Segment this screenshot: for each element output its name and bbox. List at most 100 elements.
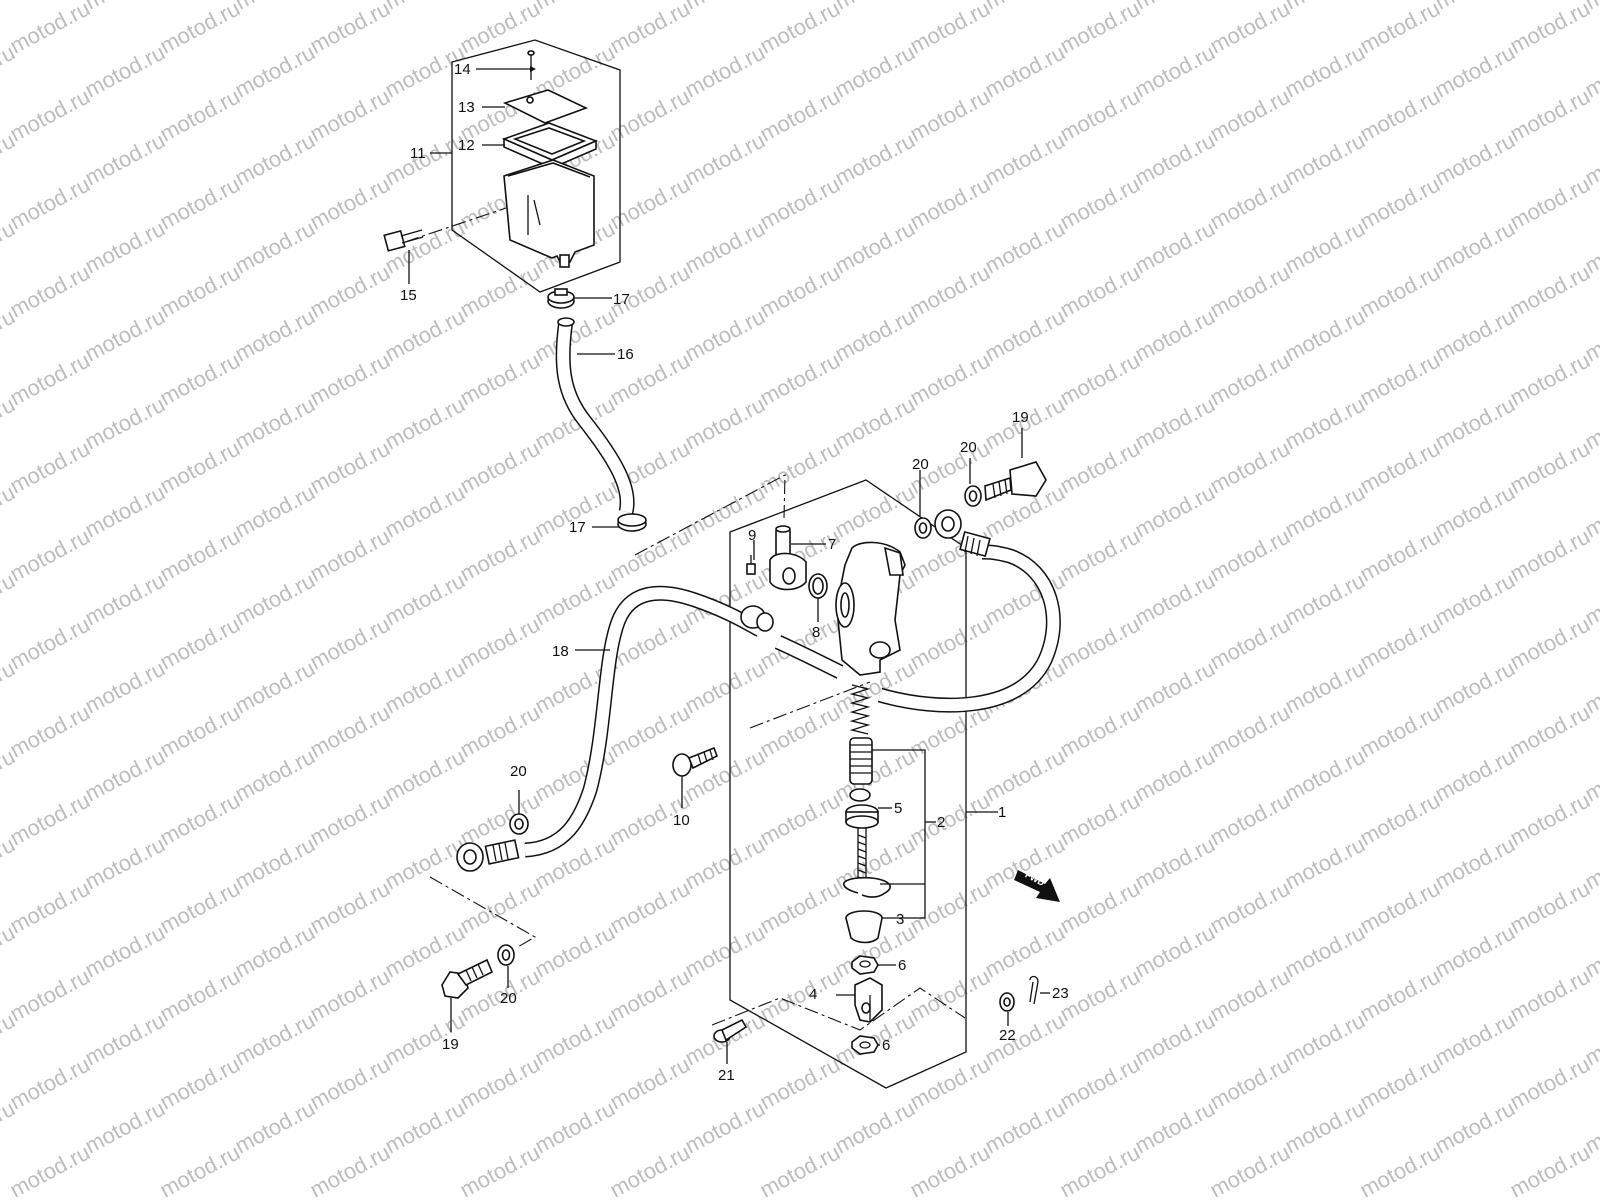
watermark-text: motod.ru	[1431, 392, 1519, 455]
lock-nut-lower	[851, 1035, 879, 1055]
watermark-text: motod.ru	[681, 40, 769, 103]
reservoir-bracket-box	[451, 39, 621, 293]
sealing-washer-upper-right	[964, 485, 982, 507]
watermark-text: motod.ru	[1056, 964, 1144, 1027]
watermark-text: motod.ru	[1356, 1052, 1444, 1115]
watermark-text: motod.ru	[6, 524, 94, 587]
watermark-text: motod.ru	[1431, 656, 1519, 719]
watermark-text: motod.ru	[6, 172, 94, 235]
watermark-text: motod.ru	[156, 260, 244, 323]
callout-10: 10	[673, 812, 690, 829]
connector-line-upper	[634, 474, 786, 556]
watermark-text: motod.ru	[381, 744, 469, 807]
watermark-text: motod.ru	[156, 172, 244, 235]
watermark-text: motod.ru	[306, 524, 394, 587]
watermark-text: motod.ru	[1131, 744, 1219, 807]
watermark-text: motod.ru	[831, 744, 919, 807]
watermark-text: motod.ru	[1506, 524, 1594, 587]
watermark-text: motod.ru	[231, 832, 319, 895]
watermark-text: motod.ru	[156, 0, 244, 58]
watermark-text: motod.ru	[6, 84, 94, 147]
watermark-text: motod.ru	[1431, 920, 1519, 983]
watermark-text: motod.ru	[1281, 1096, 1369, 1159]
callout-8: 8	[812, 624, 820, 641]
callout-6-lower: 6	[882, 1037, 890, 1054]
watermark-text: motod.ru	[1281, 216, 1369, 279]
callout-14: 14	[454, 61, 471, 78]
watermark-text: motod.ru	[231, 1008, 319, 1071]
watermark-text: motod.ru	[906, 172, 994, 235]
watermark-text: motod.ru	[531, 0, 619, 14]
watermark-text: motod.ru	[231, 568, 319, 631]
watermark-text: motod.ru	[306, 436, 394, 499]
watermark-text: motod.ru	[1356, 348, 1444, 411]
circlip	[842, 876, 892, 898]
piston-spring-assembly	[842, 684, 892, 898]
watermark-text: motod.ru	[1131, 568, 1219, 631]
watermark-text: motod.ru	[1206, 84, 1294, 147]
watermark-text: motod.ru	[1206, 1140, 1294, 1200]
callout-23: 23	[1052, 985, 1069, 1002]
callout-9: 9	[748, 527, 756, 544]
watermark-text: motod.ru	[831, 40, 919, 103]
watermark-text: motod.ru	[681, 832, 769, 895]
sealing-washer-lower	[497, 944, 515, 966]
watermark-text: motod.ru	[906, 0, 994, 58]
watermark-text: motod.ru	[681, 392, 769, 455]
callout-20-b: 20	[912, 456, 929, 473]
callout-4: 4	[809, 986, 817, 1003]
watermark-text: motod.ru	[381, 0, 469, 14]
watermark-text: motod.ru	[906, 964, 994, 1027]
watermark-text: motod.ru	[1206, 0, 1294, 58]
watermark-text: motod.ru	[906, 876, 994, 939]
watermark-text: motod.ru	[1056, 1140, 1144, 1200]
watermark-text: motod.ru	[906, 1052, 994, 1115]
watermark-text: motod.ru	[6, 348, 94, 411]
watermark-text: motod.ru	[306, 172, 394, 235]
callout-19-lower: 19	[442, 1036, 459, 1053]
watermark-text: motod.ru	[456, 612, 544, 675]
watermark-text: motod.ru	[1506, 0, 1594, 58]
watermark-text: motod.ru	[531, 304, 619, 367]
watermark-text: motod.ru	[81, 1008, 169, 1071]
watermark-text: motod.ru	[681, 0, 769, 14]
watermark-text: motod.ru	[1431, 1096, 1519, 1159]
watermark-text: motod.ru	[231, 480, 319, 543]
watermark-text: motod.ru	[1356, 0, 1444, 58]
watermark-text: motod.ru	[306, 1052, 394, 1115]
watermark-text: motod.ru	[81, 392, 169, 455]
watermark-text: motod.ru	[81, 832, 169, 895]
callout-5: 5	[894, 800, 902, 817]
callout-12: 12	[458, 137, 475, 154]
watermark-text: motod.ru	[1206, 612, 1294, 675]
watermark-text: motod.ru	[1056, 612, 1144, 675]
watermark-text: motod.ru	[1131, 304, 1219, 367]
reservoir-group	[383, 39, 621, 293]
watermark-text: motod.ru	[1356, 524, 1444, 587]
watermark-text: motod.ru	[756, 964, 844, 1027]
watermark-text: motod.ru	[1431, 40, 1519, 103]
watermark-text: motod.ru	[1281, 568, 1369, 631]
watermark-text: motod.ru	[456, 1140, 544, 1200]
watermark-text: motod.ru	[1356, 84, 1444, 147]
watermark-text: motod.ru	[81, 216, 169, 279]
watermark-text: motod.ru	[1206, 964, 1294, 1027]
watermark-text: motod.ru	[1506, 172, 1594, 235]
watermark-text: motod.ru	[1356, 436, 1444, 499]
watermark-text: motod.ru	[756, 876, 844, 939]
callout-3: 3	[896, 911, 904, 928]
callout-21: 21	[718, 1067, 735, 1084]
watermark-text: motod.ru	[831, 216, 919, 279]
watermark-text: motod.ru	[1206, 436, 1294, 499]
watermark-text: motod.ru	[81, 568, 169, 631]
watermark-text: motod.ru	[1056, 84, 1144, 147]
watermark-text: motod.ru	[231, 920, 319, 983]
watermark-text: motod.ru	[1056, 1052, 1144, 1115]
leader-lines	[408, 66, 1050, 1064]
watermark-text: motod.ru	[81, 920, 169, 983]
watermark-text: motod.ru	[1356, 700, 1444, 763]
watermark-text: motod.ru	[1131, 128, 1219, 191]
hose-clamp-upper	[547, 288, 575, 309]
watermark-text: motod.ru	[1056, 436, 1144, 499]
forward-direction-arrow: FWD	[1014, 870, 1060, 902]
